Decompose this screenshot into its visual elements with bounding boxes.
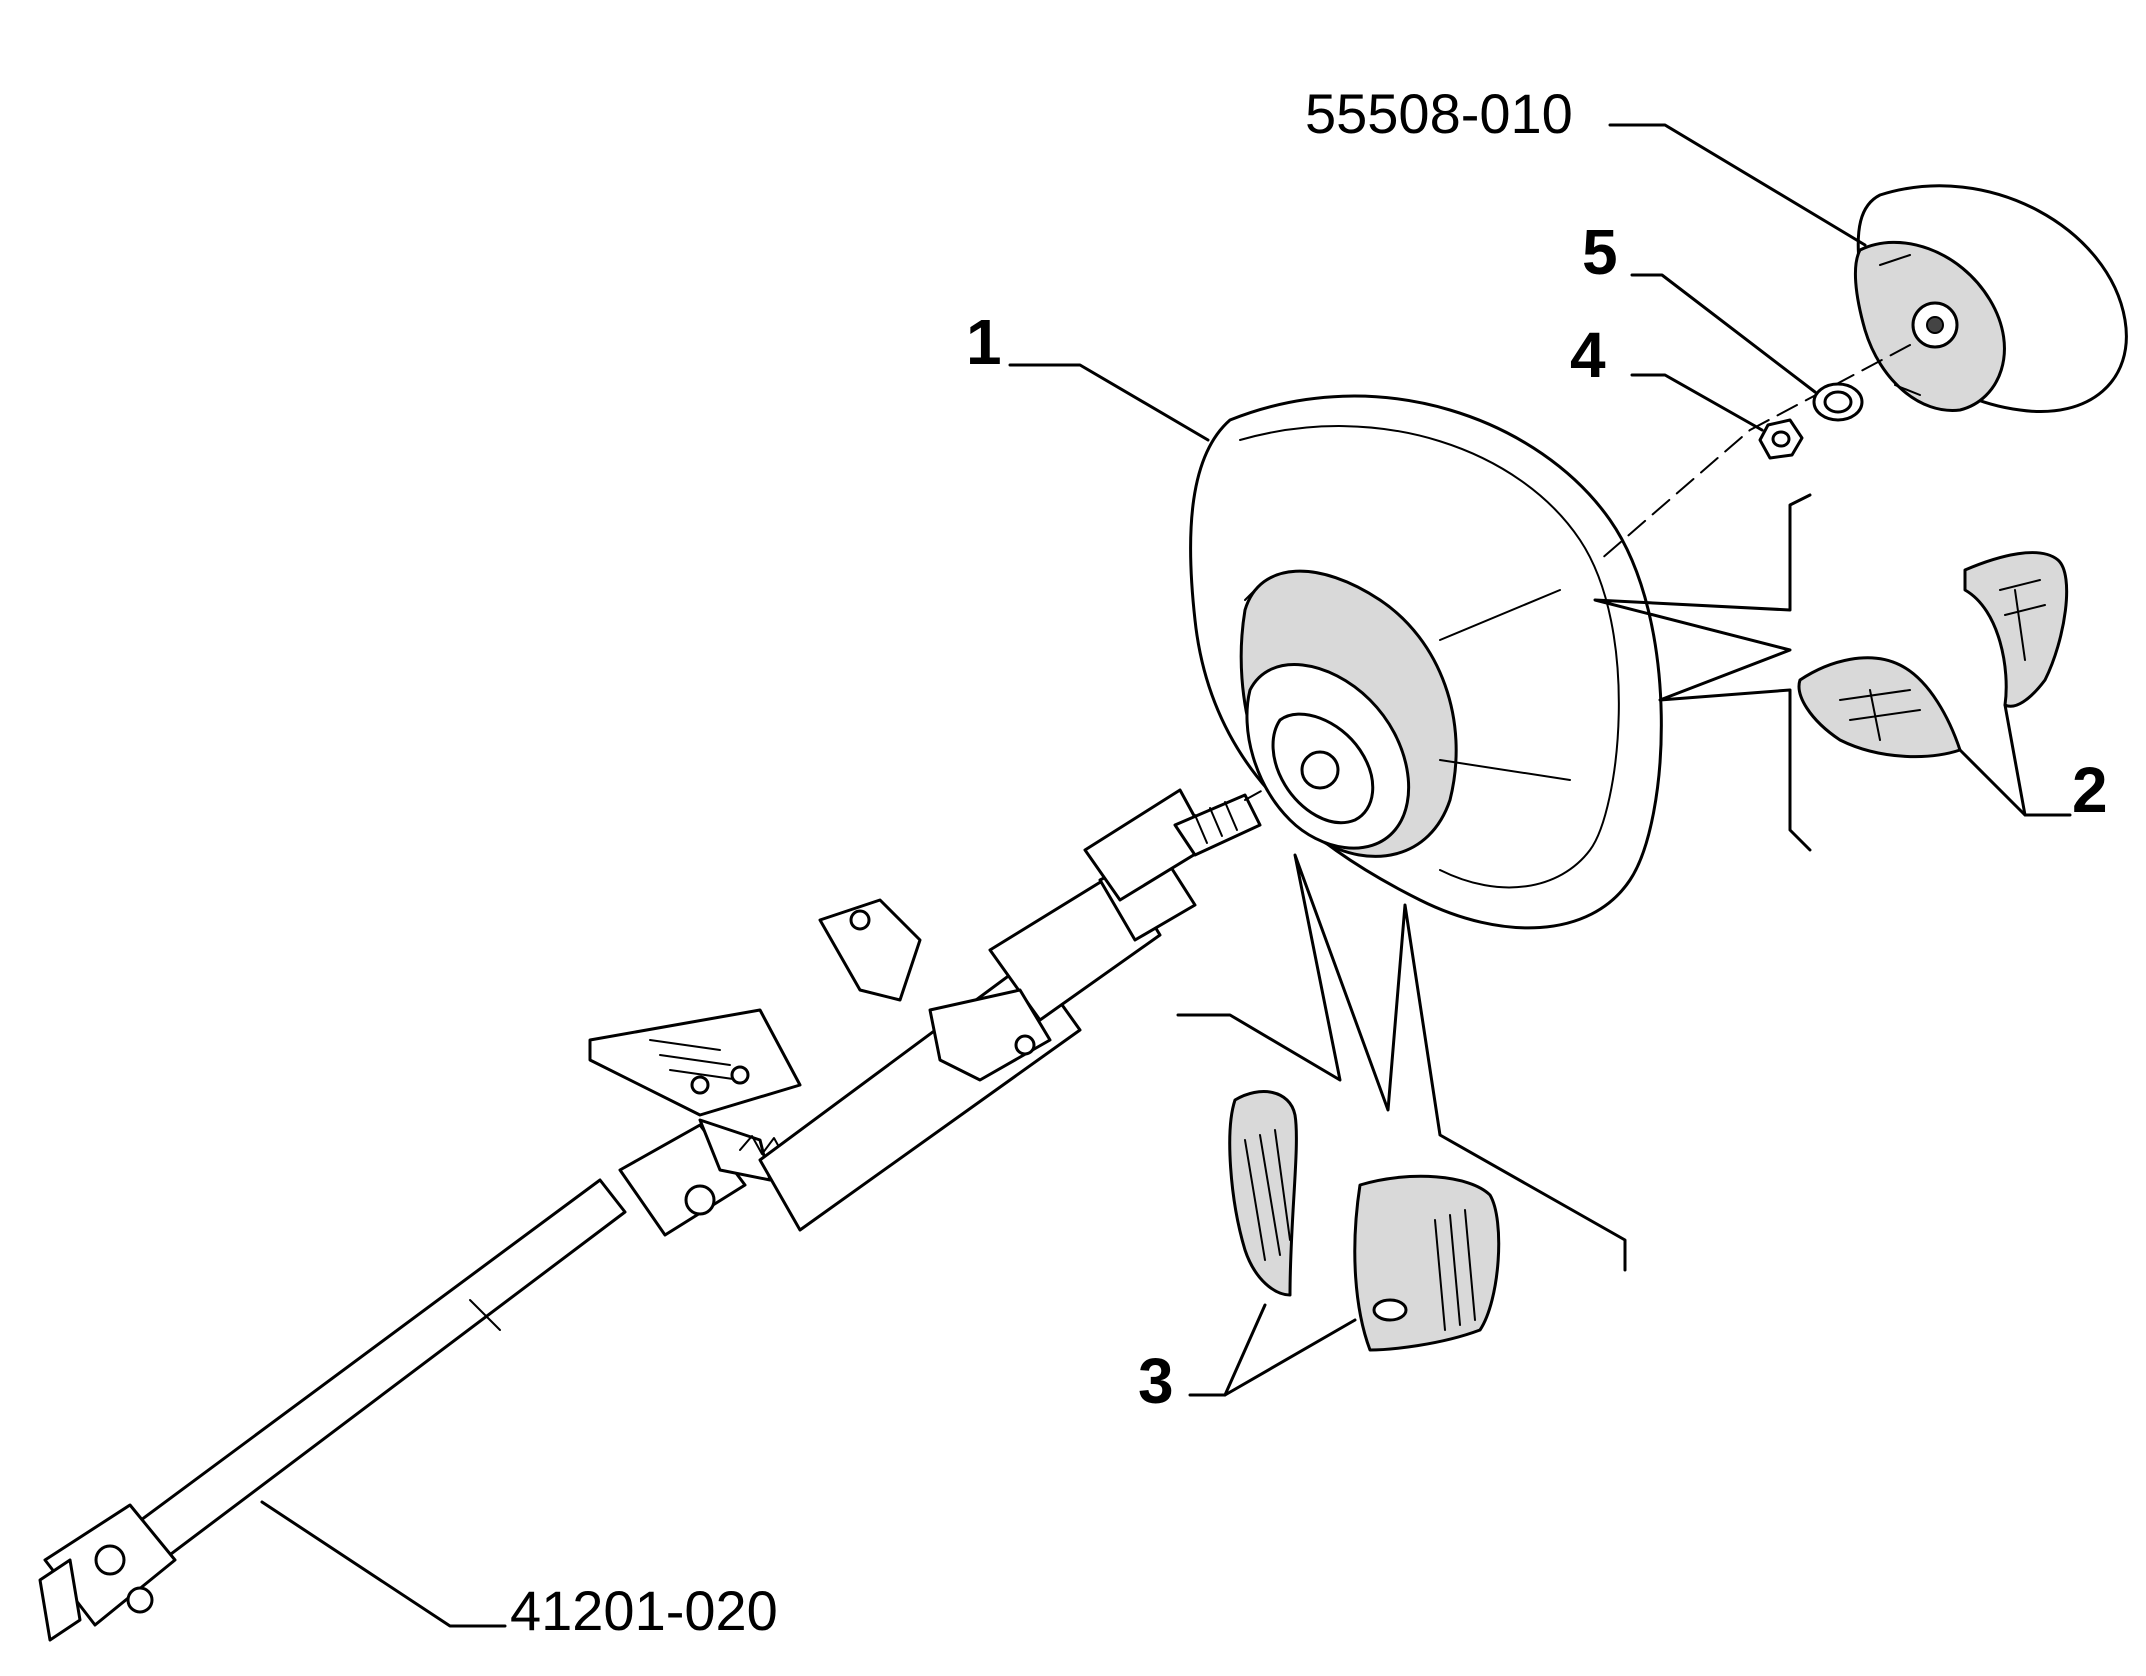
steering-wheel [1008,363,1663,930]
airbag-module [1608,123,2128,413]
steering-column [38,788,1262,1642]
nut-part [1630,373,1804,460]
callout-4: 4 [1570,319,1606,391]
callout-2: 2 [2072,754,2108,826]
callout-5: 5 [1582,216,1618,288]
callout-airbag-part-number: 55508-010 [1305,82,1573,145]
paddles [1176,853,1627,1397]
callout-column-part-number: 41201-020 [510,1579,778,1642]
washer-part [1630,273,1864,422]
callout-3: 3 [1138,1345,1174,1417]
switch-covers [1593,493,2072,852]
callout-1: 1 [966,306,1002,378]
